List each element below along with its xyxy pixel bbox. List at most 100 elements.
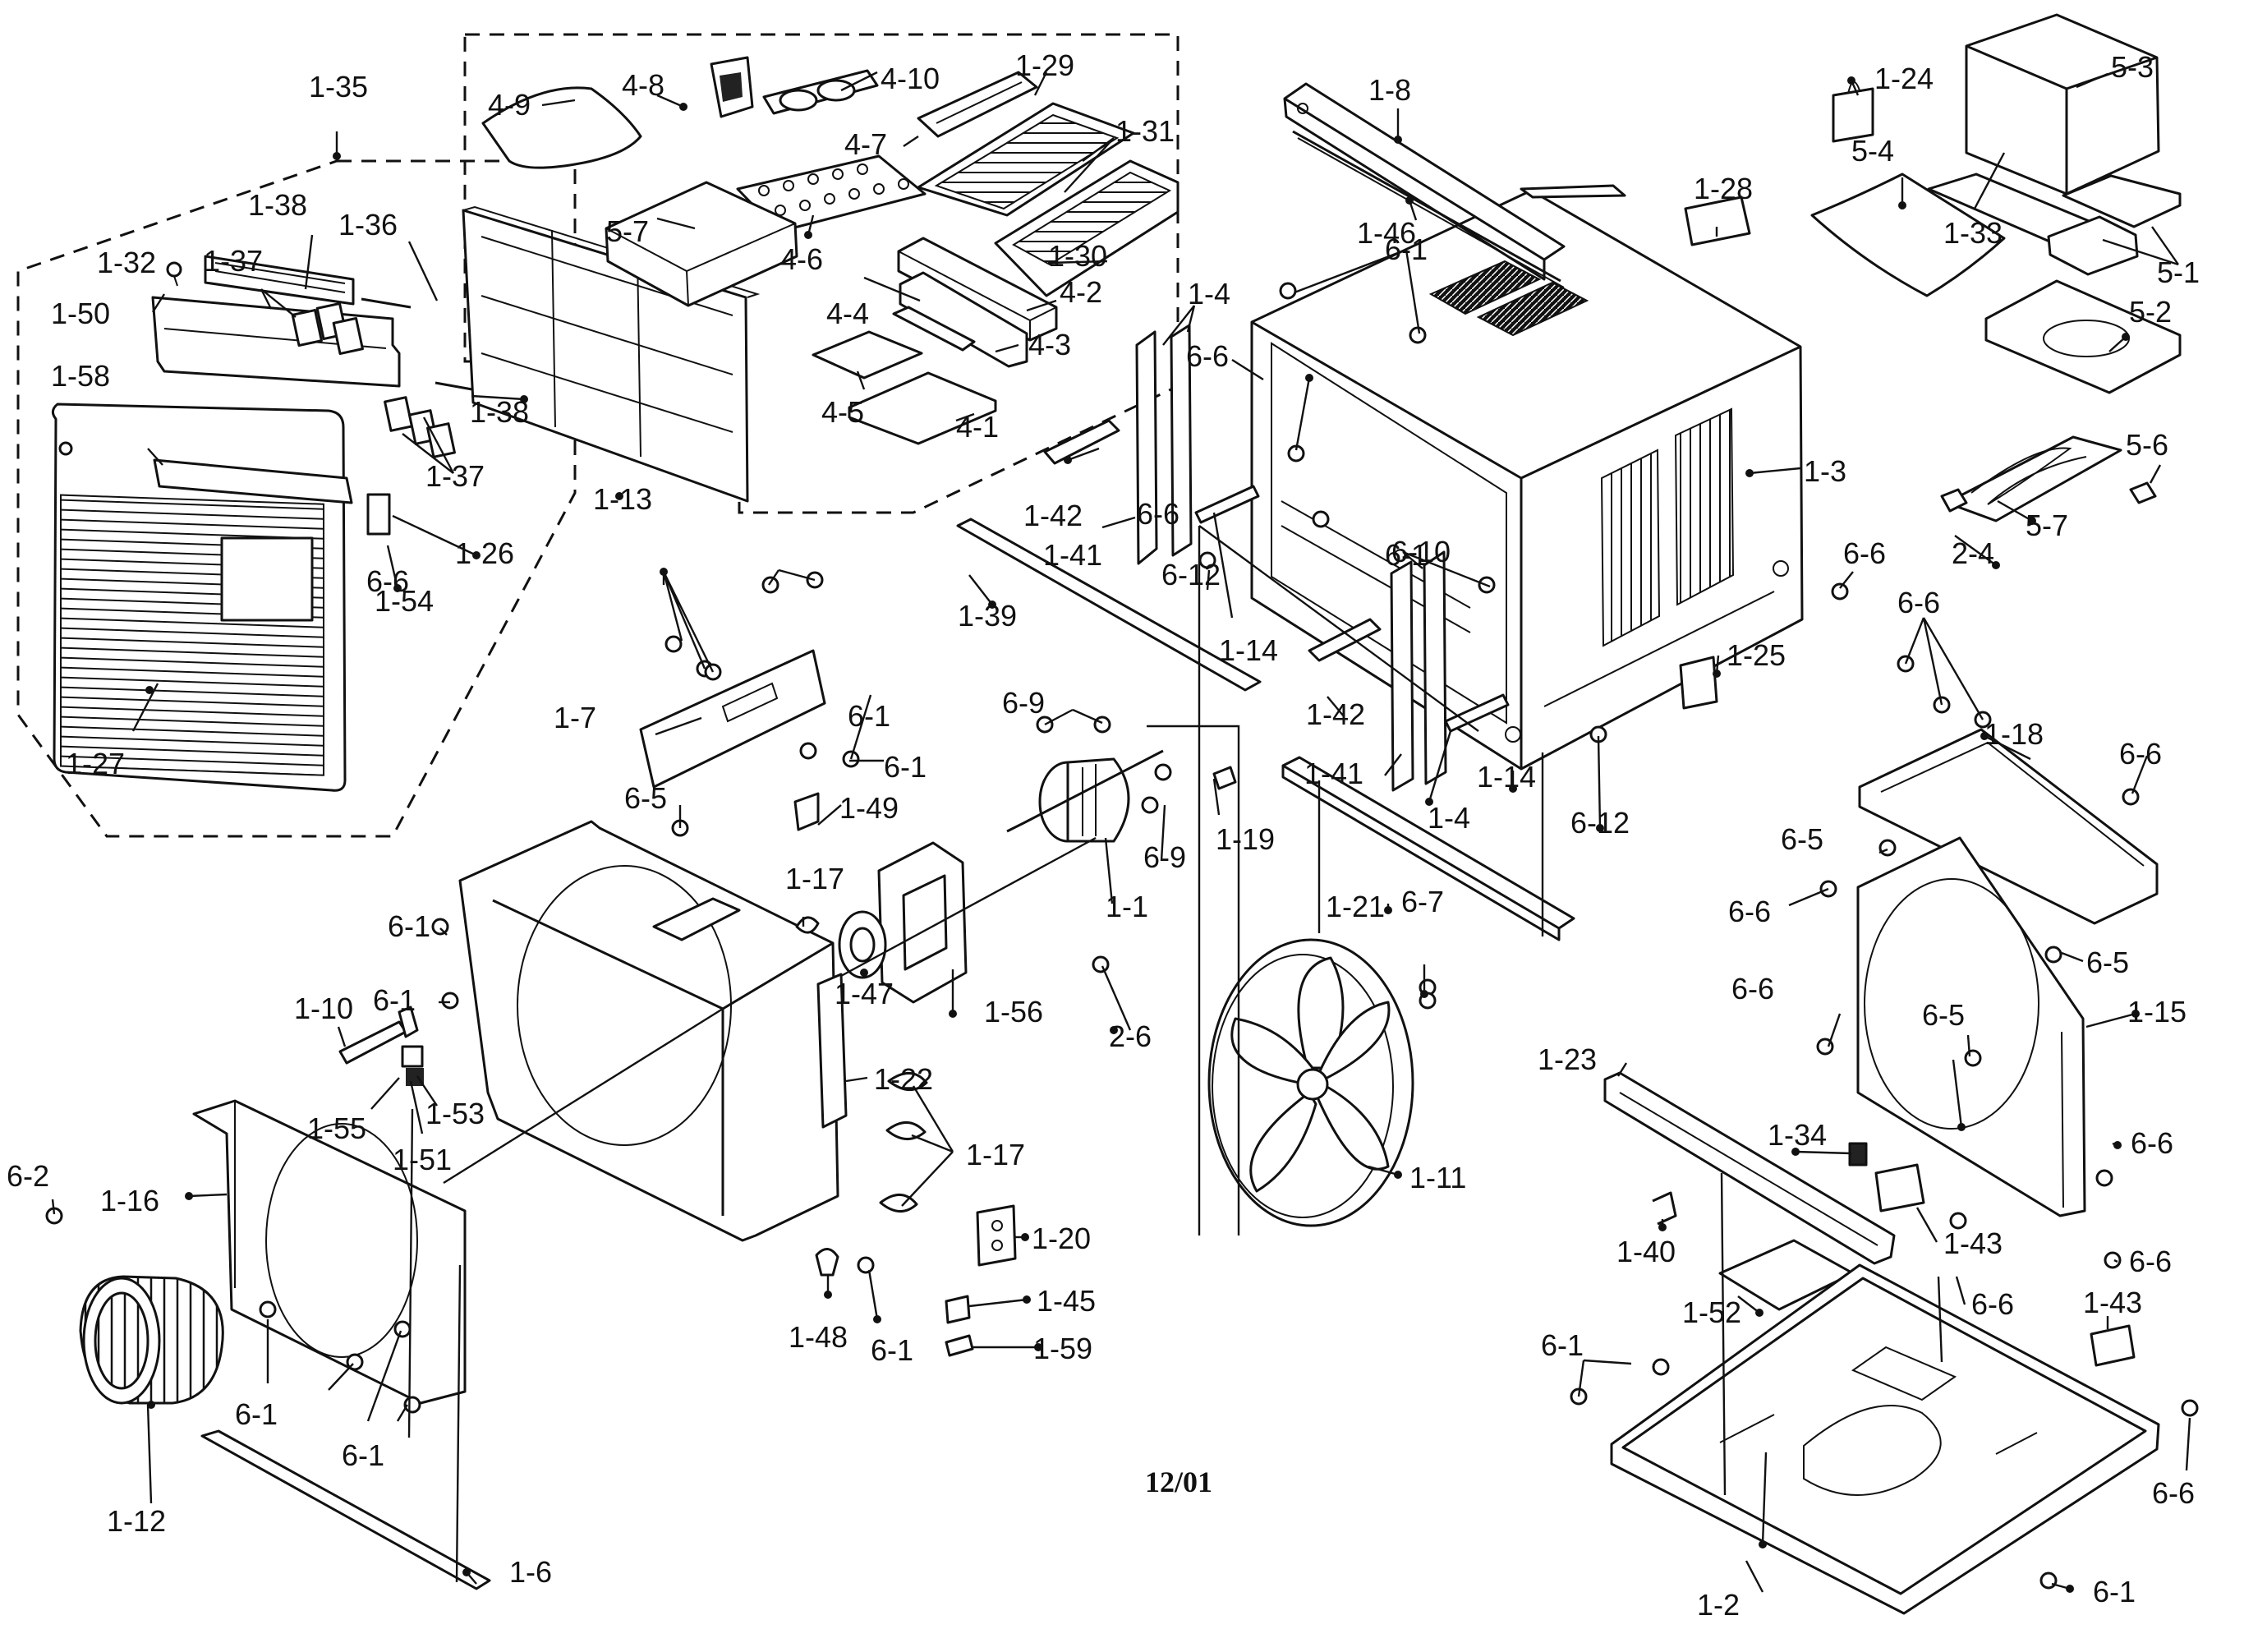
tag-1-24[interactable] bbox=[1832, 81, 1874, 143]
cabinet-1-3[interactable] bbox=[1250, 184, 1804, 771]
top-cover-1-18[interactable] bbox=[1858, 728, 2159, 925]
callout-6-12-bottom: 6-12 bbox=[1570, 806, 1630, 840]
callout-6-1-scroll-left: 6-1 bbox=[235, 1397, 278, 1431]
connector-5-6[interactable] bbox=[2129, 481, 2157, 504]
callout-1-11: 1-11 bbox=[1409, 1161, 1466, 1194]
air-filter-strip-1-58[interactable] bbox=[153, 458, 353, 504]
evaporator-housing[interactable] bbox=[458, 820, 839, 1242]
clip-1-19[interactable] bbox=[1212, 766, 1237, 790]
callout-2-6: 2-6 bbox=[1109, 1019, 1152, 1053]
callout-1-46: 1-46 bbox=[1357, 216, 1416, 250]
callout-6-10: 6-10 bbox=[1391, 535, 1451, 568]
blower-wheel-1-12[interactable] bbox=[79, 1275, 224, 1405]
callout-1-27: 1-27 bbox=[66, 747, 125, 780]
grommet-1-47[interactable] bbox=[838, 910, 887, 979]
switch-bracket-1-10[interactable] bbox=[338, 1005, 424, 1086]
callout-1-32: 1-32 bbox=[97, 246, 156, 279]
callout-6-6-cabinet: 6-6 bbox=[1186, 339, 1229, 373]
callout-1-2: 1-2 bbox=[1697, 1588, 1740, 1622]
top-rail-1-8[interactable] bbox=[1283, 82, 1566, 281]
callout-1-8: 1-8 bbox=[1368, 73, 1411, 107]
seal-1-46[interactable] bbox=[1292, 130, 1565, 288]
top-panel-1-7[interactable] bbox=[639, 649, 826, 789]
clip-1-59[interactable] bbox=[945, 1334, 974, 1357]
outlet-1-20[interactable] bbox=[976, 1204, 1017, 1267]
clip-1-40[interactable] bbox=[1652, 1191, 1677, 1226]
screws-hardware bbox=[45, 282, 2199, 1590]
callout-1-48: 1-48 bbox=[789, 1320, 848, 1354]
condenser-fan-1-11[interactable] bbox=[1207, 938, 1414, 1227]
callout-6-1-cabinet: 6-1 bbox=[1385, 232, 1428, 266]
label-1-28[interactable] bbox=[1684, 196, 1751, 246]
callout-1-42-top: 1-42 bbox=[1023, 499, 1083, 532]
callout-1-38-top: 1-38 bbox=[248, 188, 307, 222]
side-panel-1-29[interactable] bbox=[917, 102, 1135, 217]
rail-4-2[interactable] bbox=[897, 237, 1058, 342]
callout-6-12-top: 6-12 bbox=[1161, 558, 1221, 591]
callout-1-29: 1-29 bbox=[1015, 48, 1074, 82]
rail-4-4[interactable] bbox=[892, 306, 976, 352]
callout-1-28: 1-28 bbox=[1694, 172, 1753, 205]
rail-1-21[interactable] bbox=[1281, 756, 1575, 941]
brackets-1-14[interactable] bbox=[1194, 485, 1510, 733]
drain-pan-1-6[interactable] bbox=[200, 1429, 491, 1590]
side-seals-1-4-1-41[interactable] bbox=[1043, 324, 1447, 792]
power-cord-5-7[interactable] bbox=[1940, 435, 2122, 522]
partition-1-15[interactable] bbox=[1856, 836, 2086, 1217]
callout-6-6-panel: 6-6 bbox=[366, 564, 409, 598]
base-tray-5-2[interactable] bbox=[1984, 279, 2182, 394]
callout-6-6-cover-right: 6-6 bbox=[2119, 737, 2162, 771]
bag-5-4[interactable] bbox=[1810, 173, 2006, 297]
sheet-4-5[interactable] bbox=[812, 330, 923, 380]
label-1-45[interactable] bbox=[945, 1295, 971, 1324]
rollers-4-10[interactable] bbox=[762, 69, 879, 115]
motor-mount-1-56[interactable] bbox=[877, 841, 968, 1004]
front-grille-1-27[interactable] bbox=[52, 403, 347, 792]
callout-1-39: 1-39 bbox=[958, 599, 1017, 633]
callout-1-50: 1-50 bbox=[51, 297, 110, 330]
foam-seal-4-9[interactable] bbox=[481, 86, 642, 169]
rail-4-3[interactable] bbox=[899, 271, 1028, 368]
fan-motor-1-1[interactable] bbox=[1006, 749, 1164, 843]
callout-1-55: 1-55 bbox=[307, 1111, 366, 1145]
callout-4-2: 4-2 bbox=[1060, 275, 1102, 309]
side-panel-1-30[interactable] bbox=[994, 159, 1179, 297]
callout-1-59: 1-59 bbox=[1033, 1332, 1092, 1365]
strip-1-39[interactable] bbox=[956, 518, 1262, 692]
carton-5-3[interactable] bbox=[1927, 13, 2182, 276]
callout-1-52: 1-52 bbox=[1682, 1295, 1741, 1329]
callout-1-30: 1-30 bbox=[1048, 239, 1107, 273]
callout-1-45: 1-45 bbox=[1037, 1284, 1096, 1318]
callout-1-17-bottom: 1-17 bbox=[966, 1138, 1025, 1171]
handle-4-7[interactable] bbox=[917, 71, 1038, 138]
callout-6-1-switch: 6-1 bbox=[373, 983, 416, 1017]
callout-4-6: 4-6 bbox=[780, 242, 823, 276]
callout-6-6-rear: 6-6 bbox=[1843, 536, 1886, 570]
callout-1-25: 1-25 bbox=[1727, 638, 1786, 672]
panel-knob-1-54[interactable] bbox=[366, 493, 391, 536]
callout-6-5-partition-right: 6-5 bbox=[2086, 946, 2129, 979]
base-pan-1-2[interactable] bbox=[1610, 1263, 2160, 1615]
clip-1-48[interactable] bbox=[815, 1248, 839, 1277]
manual-5-7[interactable] bbox=[605, 181, 798, 307]
plate-1-43[interactable] bbox=[1874, 1163, 2136, 1367]
callout-1-53: 1-53 bbox=[425, 1097, 485, 1130]
callout-6-5-chassis: 6-5 bbox=[624, 781, 667, 815]
callout-1-21: 1-21 bbox=[1326, 890, 1385, 923]
callout-6-7: 6-7 bbox=[1401, 885, 1444, 918]
label-1-25[interactable] bbox=[1679, 656, 1718, 710]
callout-1-31: 1-31 bbox=[1115, 114, 1175, 148]
louver-vanes-1-37[interactable] bbox=[204, 255, 456, 458]
callout-1-54: 1-54 bbox=[375, 584, 434, 618]
bracket-1-49[interactable] bbox=[793, 792, 820, 831]
callout-1-4-left: 1-4 bbox=[1188, 277, 1230, 311]
bracket-4-8[interactable] bbox=[710, 56, 754, 118]
label-dots bbox=[145, 76, 2140, 1593]
callout-6-6-partition-mid: 6-6 bbox=[1731, 972, 1774, 1005]
callout-6-1-bracket: 6-1 bbox=[884, 750, 927, 784]
motor-bracket-1-22[interactable] bbox=[816, 973, 848, 1129]
panel-4-1[interactable] bbox=[848, 371, 997, 445]
callout-6-9-top: 6-9 bbox=[1002, 686, 1045, 720]
callout-1-18: 1-18 bbox=[1984, 717, 2044, 751]
clip-1-34[interactable] bbox=[1848, 1142, 1868, 1167]
